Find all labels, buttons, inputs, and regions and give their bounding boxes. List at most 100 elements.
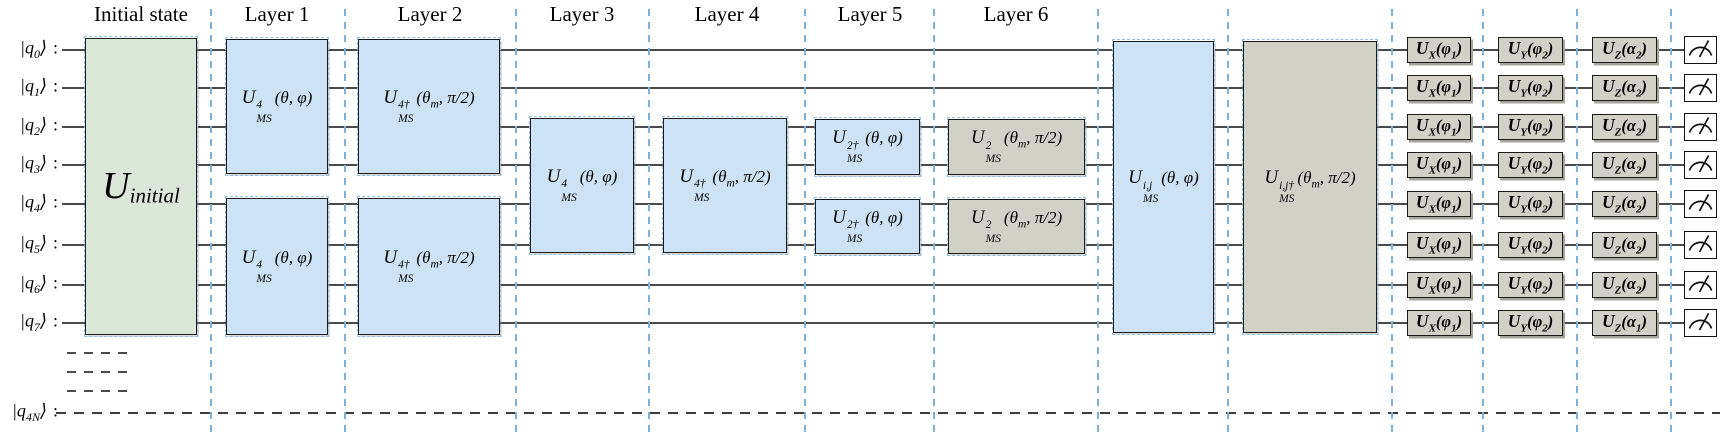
ket-close: ⟩ (39, 272, 47, 293)
ket-close: ⟩ (39, 37, 47, 58)
gate-label: UZ(α2) (1602, 38, 1647, 61)
gate-argument: , π/2) (438, 87, 475, 107)
gate-argument: (θ (712, 166, 727, 186)
gate-label: UZ(α2) (1602, 152, 1647, 176)
gate-subscript: MS (398, 272, 414, 285)
gate-argument: ) (1641, 273, 1648, 293)
gate-ux-q7: UX(φ1) (1407, 310, 1471, 336)
qubit-label-q4n: |q4N⟩: (0, 401, 58, 423)
gate-argument: (θ (416, 247, 431, 267)
gate-subscript: Y (1520, 87, 1528, 100)
ket-open: |q (20, 191, 34, 212)
gate-label: UY(φ2) (1507, 232, 1554, 256)
gate-argument: ) (1547, 153, 1554, 173)
qubit-label-q5: |q5⟩: (0, 233, 58, 255)
gate-subscript: X (1428, 284, 1436, 297)
gate-supsub-stack: 4†MS (398, 260, 413, 285)
gate-argument: 1 (1451, 244, 1457, 257)
layer-separator (1670, 9, 1672, 433)
gate-argument: m (1017, 138, 1027, 151)
gate-argument: (θ (1003, 207, 1018, 227)
qubit-wire-q1 (62, 87, 1684, 89)
gate-argument: 2 (1542, 87, 1548, 100)
qubit-wire-q4n-dashed (56, 412, 1720, 414)
gate-symbol: U (1602, 75, 1615, 96)
gate-subscript: MS (1279, 193, 1295, 206)
gate-symbol: U (1507, 310, 1521, 331)
gate-symbol: U (679, 165, 694, 187)
gate-symbol: U (1602, 152, 1615, 173)
gate-uz-q3: UZ(α2) (1592, 152, 1657, 178)
gate-argument: 2 (1636, 203, 1642, 216)
gate-symbol: U (1415, 310, 1429, 331)
gate-uz-q4: UZ(α2) (1592, 191, 1657, 217)
gate-uy-q2: UY(φ2) (1498, 114, 1563, 140)
gate-uz-q2: UZ(α2) (1592, 114, 1657, 140)
gate-symbol: U (1507, 232, 1521, 253)
gate-supsub-stack: 4†MS (694, 179, 709, 204)
gate-uy-q6: UY(φ2) (1498, 272, 1563, 298)
gate-subscript: MS (1142, 193, 1159, 206)
gate-argument: (φ (1527, 192, 1543, 212)
gate-argument: ) (1547, 233, 1554, 253)
gate-label: UY(φ2) (1508, 76, 1554, 100)
gate-label: UX(φ1) (1415, 310, 1462, 334)
column-header-initial-state: Initial state (94, 2, 188, 26)
gate-superscript: 2† (846, 139, 859, 152)
measurement-meter-icon (1687, 37, 1714, 64)
gate-subscript: MS (256, 272, 272, 285)
gate-ux-q5: UX(φ1) (1407, 232, 1471, 258)
gate-superscript: i,j (1142, 179, 1153, 192)
gate-label: UZ(α2) (1602, 273, 1648, 296)
gate-symbol: U (1415, 191, 1429, 212)
gate-symbol: U (546, 165, 561, 187)
gate-subscript: X (1428, 49, 1436, 62)
ellipsis-dashes (67, 371, 130, 373)
gate-subscript: X (1428, 203, 1436, 216)
qubit-index: 3 (33, 161, 40, 176)
gate-label: UZ(α2) (1602, 233, 1647, 256)
gate-argument: (α (1621, 76, 1636, 96)
gate-argument: (φ (1527, 273, 1543, 293)
column-header-layer-1: Layer 1 (244, 2, 310, 26)
qubit-label-q3: |q3⟩: (0, 153, 58, 175)
gate-ux-q2: UX(φ1) (1407, 114, 1471, 140)
gate-uy-q7: UY(φ2) (1498, 310, 1563, 336)
gate-label: UY(φ2) (1508, 153, 1554, 176)
qubit-wire-q6 (62, 284, 1684, 286)
gate-argument: ) (1456, 76, 1463, 96)
gate-label: UX(φ1) (1415, 191, 1462, 216)
gate-argument: (θ (1003, 128, 1018, 148)
ket-close: ⟩ (39, 75, 47, 96)
gate-argument: 1 (1636, 322, 1642, 335)
gate-symbol: U (1602, 114, 1615, 135)
gate-subscript: Z (1614, 87, 1622, 100)
gate-superscript: 2 (985, 139, 992, 152)
qubit-index: 6 (33, 281, 40, 296)
column-header-layer-2: Layer 2 (397, 2, 463, 26)
ellipsis-dashes (67, 352, 130, 354)
gate-label: UX(φ1) (1415, 114, 1462, 138)
measurement-meter-icon (1687, 191, 1714, 218)
gate-argument: m (726, 177, 735, 190)
gate-label: UZ(α1) (1602, 311, 1647, 335)
gate-argument: (θ (1297, 168, 1312, 188)
gate-argument: 2 (1542, 203, 1548, 216)
qubit-index: 4 (33, 200, 40, 215)
gate-argument: 1 (1451, 284, 1457, 297)
gate-argument: 2 (1636, 126, 1642, 139)
gate-symbol: U (1415, 114, 1429, 135)
gate-label: UX(φ1) (1416, 273, 1462, 297)
measurement-meter-icon (1687, 272, 1714, 299)
gate-supsub-stack: i,j†MS (1279, 180, 1295, 206)
gate-argument: ) (1547, 38, 1554, 58)
gate-argument: (φ (1435, 38, 1452, 58)
gate-argument: 2 (1636, 87, 1642, 100)
